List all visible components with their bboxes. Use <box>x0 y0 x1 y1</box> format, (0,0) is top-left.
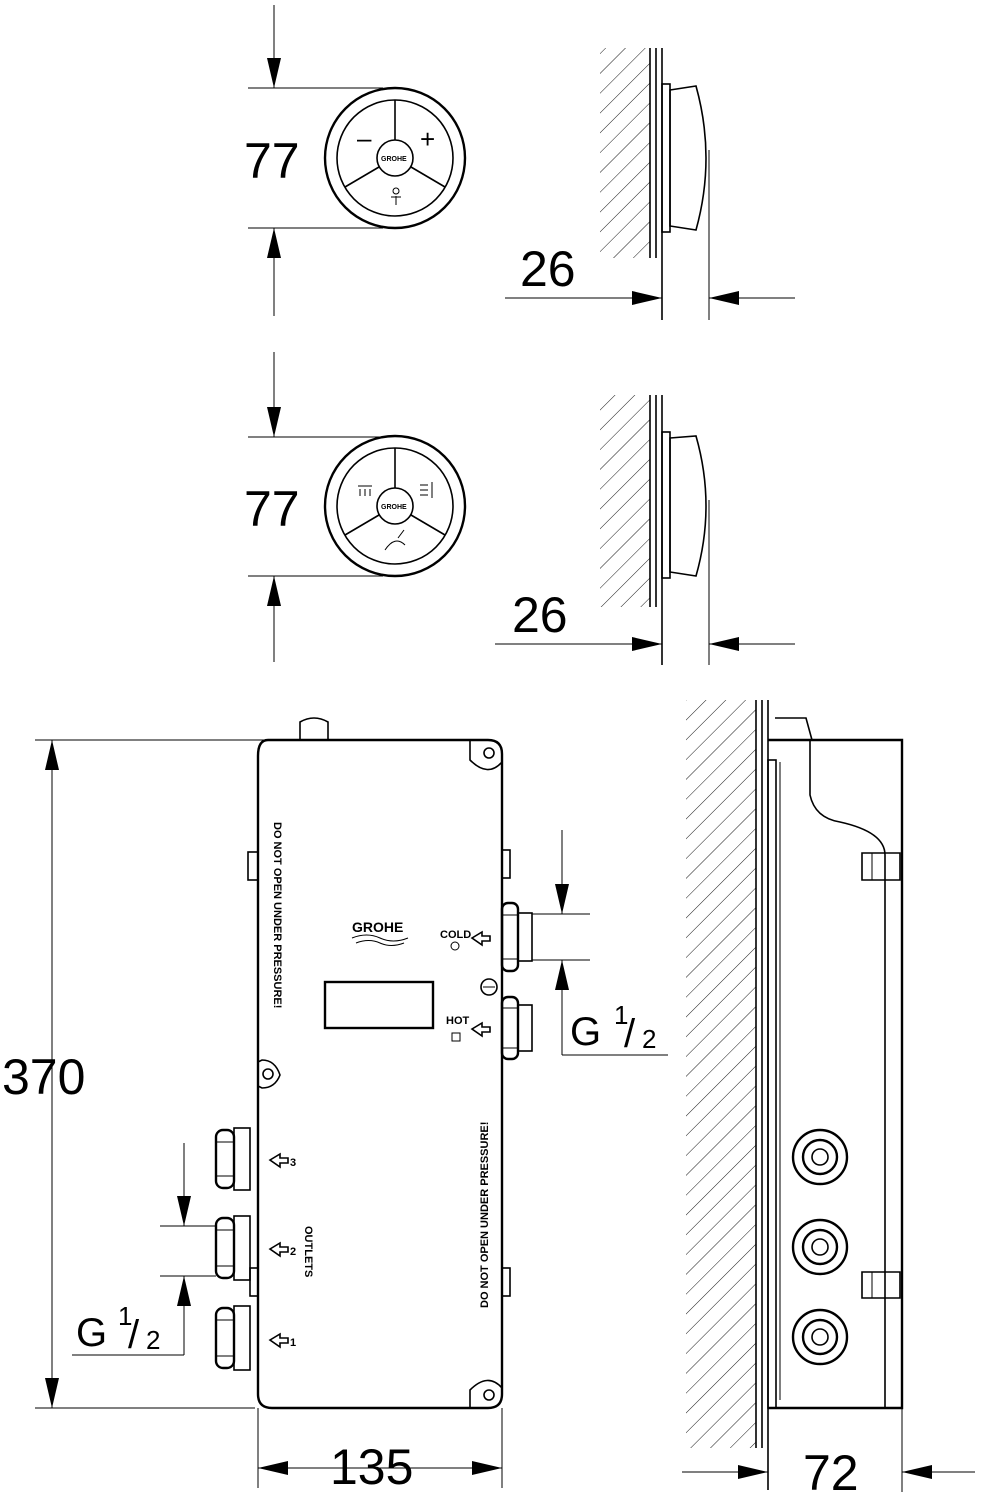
outlet-3-number: 3 <box>290 1157 296 1169</box>
power-icon <box>391 187 401 205</box>
inlet-thread-label: G <box>570 1010 601 1054</box>
outlets-label: OUTLETS <box>302 1226 314 1277</box>
hot-inlet-fitting <box>500 995 533 1061</box>
top-panel-diameter-label: 77 <box>244 133 300 189</box>
control-box-side-view: 72 <box>682 700 975 1500</box>
side-outlet-2 <box>791 1218 849 1276</box>
inlet-thread-numerator: 1 <box>614 1000 628 1030</box>
box-width-label: 135 <box>330 1439 413 1495</box>
outlet-2-arrow-icon <box>268 1241 289 1258</box>
side-outlet-3 <box>791 1128 849 1186</box>
outlet-2-number: 2 <box>290 1246 296 1258</box>
cold-inlet-fitting <box>500 901 533 973</box>
hot-label: HOT <box>446 1015 470 1027</box>
bottom-panel-brand: GROHE <box>381 504 407 511</box>
outlet-thread-denominator: 2 <box>146 1325 160 1355</box>
outlet-1-fitting <box>214 1305 251 1371</box>
bottom-panel-front-view: 77 GROHE <box>244 352 467 662</box>
cold-label: COLD <box>440 929 471 941</box>
body-jet-icon <box>420 482 433 498</box>
hot-indicator-icon <box>451 1032 461 1042</box>
outlet-3-fitting <box>214 1127 251 1191</box>
plus-icon: + <box>420 124 435 154</box>
hand-shower-icon <box>384 529 406 551</box>
inlet-thread-slash: / <box>624 1012 636 1056</box>
box-height-label: 370 <box>2 1049 85 1105</box>
warning-text-right: DO NOT OPEN UNDER PRESSURE! <box>479 1122 491 1308</box>
outlet-1-arrow-icon <box>268 1332 289 1349</box>
hot-inlet-arrow-icon <box>470 1021 491 1038</box>
cold-indicator-icon <box>450 941 460 951</box>
outlet-3-arrow-icon <box>268 1152 289 1169</box>
outlet-thread-slash: / <box>128 1313 140 1357</box>
inlet-thread-denominator: 2 <box>642 1024 656 1054</box>
top-panel-side-view: 26 <box>505 48 795 320</box>
minus-icon: – <box>357 123 372 153</box>
bottom-panel-diameter-label: 77 <box>244 481 300 537</box>
outlet-thread-label: G <box>76 1311 107 1355</box>
box-depth-label: 72 <box>803 1445 859 1500</box>
shower-icon <box>358 485 372 496</box>
top-panel-brand: GROHE <box>381 156 407 163</box>
side-outlet-1 <box>791 1308 849 1366</box>
control-box-front-view: 370 DO NOT OPEN UNDER PRESSURE! DO NOT O… <box>2 717 668 1495</box>
top-panel-front-view: 77 GROHE – + <box>244 5 467 316</box>
outlet-2-fitting <box>214 1215 251 1281</box>
box-brand-logo: GROHE <box>352 919 403 935</box>
top-panel-depth-label: 26 <box>520 241 576 297</box>
outlet-thread-numerator: 1 <box>118 1301 132 1331</box>
outlet-1-number: 1 <box>290 1337 296 1349</box>
warning-text-left: DO NOT OPEN UNDER PRESSURE! <box>271 822 283 1008</box>
bottom-panel-side-view: 26 <box>495 395 795 665</box>
bottom-panel-depth-label: 26 <box>512 587 568 643</box>
cold-inlet-arrow-icon <box>470 930 491 947</box>
